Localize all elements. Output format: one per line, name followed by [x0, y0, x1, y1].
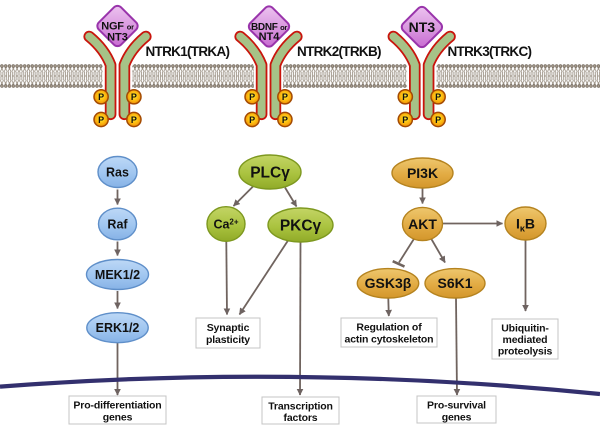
svg-text:P: P	[249, 115, 255, 125]
svg-text:P: P	[98, 92, 104, 102]
svg-text:genes: genes	[103, 412, 133, 424]
svg-text:genes: genes	[442, 412, 472, 424]
svg-text:PI3K: PI3K	[407, 165, 438, 181]
svg-text:Ubiquitin-: Ubiquitin-	[501, 323, 549, 335]
svg-text:factors: factors	[284, 412, 318, 424]
svg-text:NTRK1(TRKA): NTRK1(TRKA)	[146, 44, 230, 59]
svg-text:P: P	[282, 115, 288, 125]
svg-text:NT3: NT3	[409, 19, 436, 35]
svg-text:P: P	[282, 92, 288, 102]
svg-text:S6K1: S6K1	[437, 275, 472, 291]
svg-text:P: P	[131, 92, 137, 102]
svg-text:Regulation of: Regulation of	[356, 322, 422, 334]
svg-text:Pro-survival: Pro-survival	[427, 400, 486, 412]
svg-text:NT3: NT3	[107, 32, 128, 44]
svg-text:P: P	[402, 92, 408, 102]
svg-text:proteolysis: proteolysis	[498, 346, 553, 358]
svg-text:P: P	[402, 115, 408, 125]
svg-text:GSK3β: GSK3β	[365, 275, 412, 291]
svg-text:IκB: IκB	[516, 216, 535, 234]
svg-text:NTRK2(TRKB): NTRK2(TRKB)	[297, 44, 381, 59]
svg-text:P: P	[98, 115, 104, 125]
svg-text:mediated: mediated	[503, 334, 548, 346]
svg-text:plasticity: plasticity	[206, 334, 250, 346]
svg-text:BDNF or: BDNF or	[251, 22, 287, 33]
svg-text:MEK1/2: MEK1/2	[95, 268, 140, 282]
svg-text:P: P	[435, 115, 441, 125]
svg-text:ERK1/2: ERK1/2	[96, 321, 140, 335]
svg-text:NT4: NT4	[259, 31, 281, 43]
svg-text:Pro-differentiation: Pro-differentiation	[73, 400, 161, 412]
svg-text:P: P	[249, 92, 255, 102]
svg-text:AKT: AKT	[408, 216, 437, 232]
svg-text:PLCγ: PLCγ	[250, 165, 290, 182]
svg-text:P: P	[131, 115, 137, 125]
svg-text:P: P	[435, 92, 441, 102]
svg-text:NTRK3(TRKC): NTRK3(TRKC)	[448, 44, 532, 59]
svg-text:Transcription: Transcription	[268, 401, 333, 413]
svg-text:actin cytoskeleton: actin cytoskeleton	[345, 334, 434, 346]
svg-text:PKCγ: PKCγ	[280, 218, 322, 235]
svg-text:NGF or: NGF or	[101, 21, 134, 33]
svg-text:Synaptic: Synaptic	[207, 322, 250, 334]
svg-text:Raf: Raf	[107, 218, 128, 232]
svg-text:Ras: Ras	[106, 166, 129, 180]
